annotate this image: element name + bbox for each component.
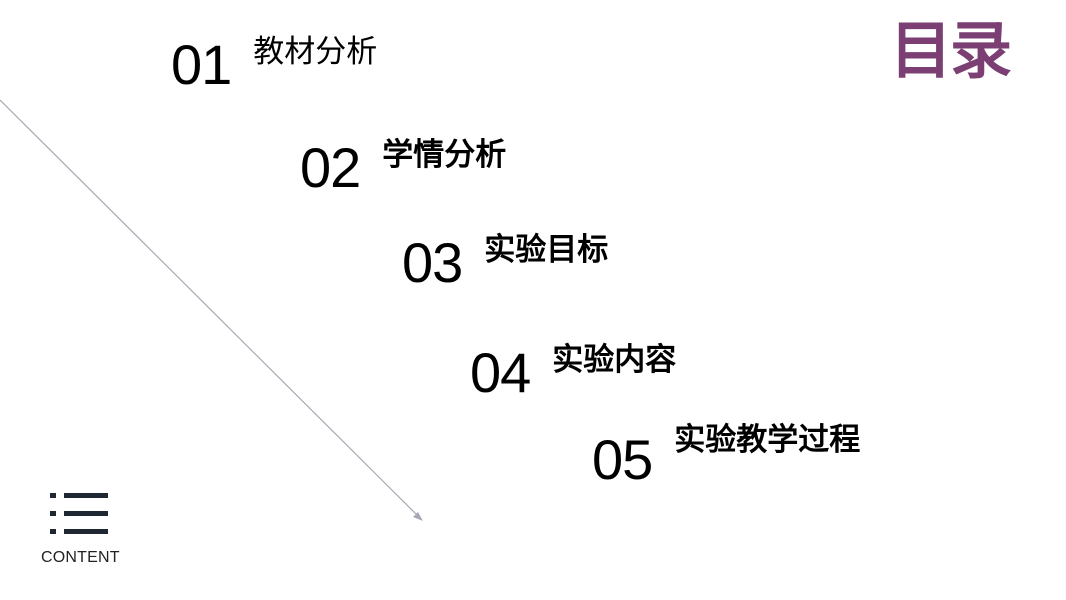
toc-item-number: 04 [470,341,531,404]
toc-item-2[interactable]: 02 学情分析 [300,136,506,199]
content-caption: CONTENT [41,549,120,566]
toc-item-label: 实验内容 [552,342,677,378]
toc-item-number: 01 [171,33,232,96]
list-menu-icon [50,493,108,534]
toc-item-label: 教材分析 [253,34,378,70]
toc-item-number: 03 [402,231,463,294]
toc-item-label: 实验目标 [484,232,609,268]
toc-item-1[interactable]: 01 教材分析 [171,33,377,96]
toc-item-4[interactable]: 04 实验内容 [470,341,676,404]
toc-item-5[interactable]: 05 实验教学过程 [592,422,860,491]
page-title: 目录 [889,14,1012,87]
toc-item-label: 实验教学过程 [674,422,861,458]
toc-item-number: 05 [592,428,653,491]
toc-item-number: 02 [300,136,361,199]
toc-item-3[interactable]: 03 实验目标 [402,231,608,294]
toc-item-label: 学情分析 [382,137,507,173]
